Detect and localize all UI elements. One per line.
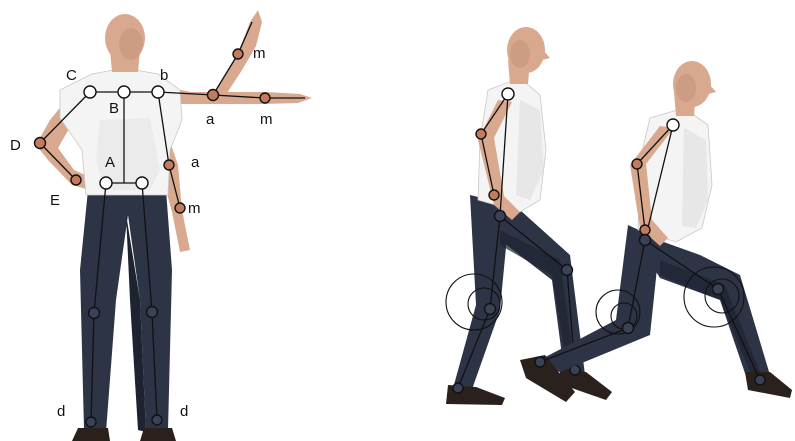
label-a-right-arm: a [191,154,200,171]
label-m-right-arm: m [188,200,201,217]
side-view-figure-2 [520,61,792,402]
head-shade [119,28,143,60]
label-c: C [66,67,77,84]
fig2-head-shade [676,74,696,102]
joint-d [35,138,46,149]
label-e: E [50,192,60,209]
fig1-joint-wrist [489,190,499,200]
joint-e [71,175,81,185]
fig2-front-shoe [745,372,792,398]
joint-horizontal-wrist [260,93,270,103]
fig1-head-shade [510,40,530,68]
fig1-joint-shoulder [502,88,514,100]
fig2-joint-back-ankle [535,357,545,367]
label-d-upper: D [10,137,21,154]
label-b-upper: b [160,67,168,84]
joint-right-wrist [175,203,185,213]
fig2-joint-shoulder [667,119,679,131]
fig1-joint-back-ankle [453,383,463,393]
fig1-joint-elbow [476,129,486,139]
label-b-center: B [109,100,119,117]
fig1-nose [542,50,550,60]
fig2-joint-hip [640,235,651,246]
joint-b-center [118,86,130,98]
fig2-joint-front-knee [713,284,724,295]
fig2-joint-wrist [640,225,650,235]
joint-right-knee [147,307,158,318]
fig2-joint-elbow [632,159,642,169]
label-m-raised-top: m [253,45,266,62]
fig1-joint-hip [495,211,506,222]
fig1-joint-front-knee [562,265,573,276]
joint-left-knee [89,308,100,319]
joint-a-left [100,177,112,189]
joint-a-right [136,177,148,189]
fig2-joint-front-ankle [755,375,765,385]
label-m-raised-hand: m [260,111,273,128]
fig1-joint-back-knee [485,304,496,315]
label-d-right-foot: d [180,403,188,420]
joint-right-ankle [152,415,162,425]
joint-raised-wrist [233,49,243,59]
joint-raised-elbow [208,90,219,101]
joint-b-upper [152,86,164,98]
joint-left-ankle [86,417,96,427]
label-a-center: A [105,154,115,171]
back-view-figure: C b B A D E a a m m m d d [10,10,312,441]
fig2-joint-back-knee [623,323,634,334]
left-shoe [72,428,110,441]
fig2-nose [708,84,716,94]
label-d-left-foot: d [57,403,65,420]
label-a-raised-arm: a [206,111,215,128]
joint-right-elbow [164,160,174,170]
right-shoe [140,428,176,441]
joint-c [84,86,96,98]
